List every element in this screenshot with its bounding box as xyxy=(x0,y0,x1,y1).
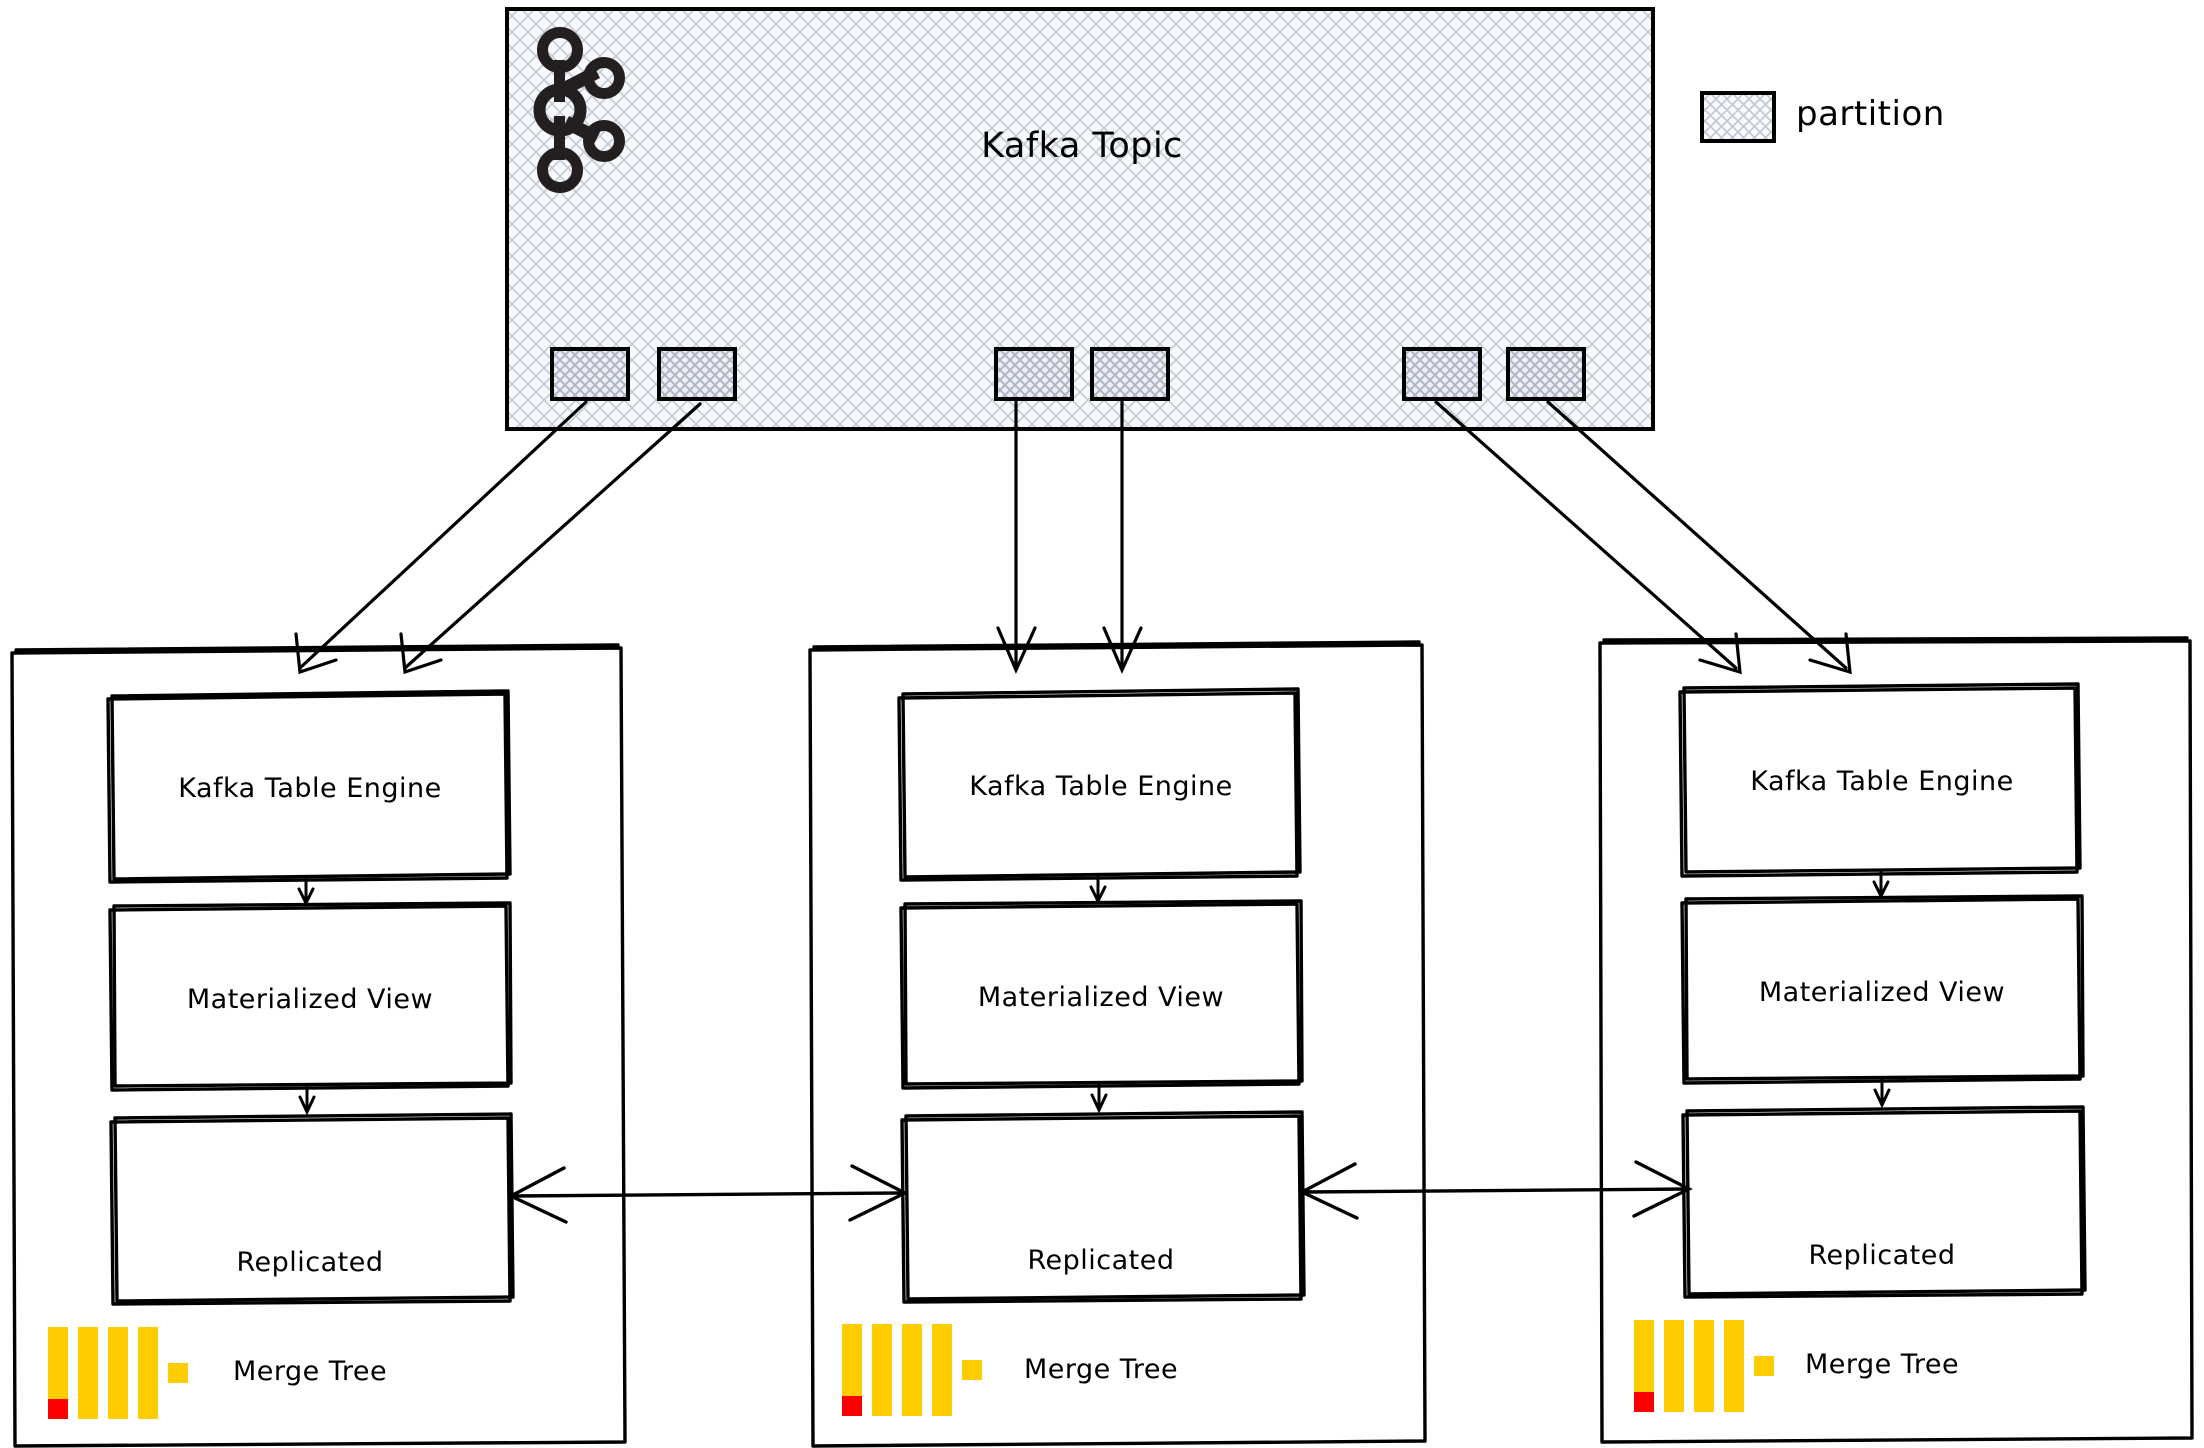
node-2-replicated-merge-tree-label: Replicated Merge Tree xyxy=(901,1170,1301,1448)
node-1-materialized-view-label: Materialized View xyxy=(186,984,434,1015)
kafka-logo xyxy=(533,27,625,193)
ingestion-arrows xyxy=(294,400,1852,675)
partition-box-2 xyxy=(994,347,1074,401)
legend-swatch-shape xyxy=(1700,91,1776,143)
node-1-kafka-table-engine-label: Kafka Table Engine xyxy=(178,773,442,804)
partition-box-3 xyxy=(1090,347,1170,401)
node-2-materialized-view-label: Materialized View xyxy=(977,982,1225,1013)
partition-box-4 xyxy=(1402,347,1482,401)
node-3-kafka-table-engine-label: Kafka Table Engine xyxy=(1750,766,2014,797)
node-1-replicated-merge-tree-label: Replicated Merge Tree xyxy=(110,1172,510,1448)
rmt-line-1: Replicated xyxy=(236,1246,384,1278)
node-2-kafka-table-engine-label: Kafka Table Engine xyxy=(969,771,1233,802)
legend-partition-label: partition xyxy=(1796,94,1945,134)
kafka-topic-title: Kafka Topic xyxy=(981,126,1183,166)
partition-shapes xyxy=(550,347,1586,401)
rmt-line-2: Merge Tree xyxy=(1804,1349,1960,1381)
partition-box-5 xyxy=(1506,347,1586,401)
rmt-line-1: Replicated xyxy=(1808,1239,1956,1271)
partition-box-1 xyxy=(657,347,737,401)
node-3-materialized-view-label: Materialized View xyxy=(1758,977,2006,1008)
rmt-line-2: Merge Tree xyxy=(1023,1354,1179,1386)
partition-box-0 xyxy=(550,347,630,401)
rmt-line-1: Replicated xyxy=(1027,1244,1175,1276)
rmt-line-2: Merge Tree xyxy=(232,1356,388,1388)
node-3-replicated-merge-tree-label: Replicated Merge Tree xyxy=(1682,1165,2082,1448)
kafka-topic-shape xyxy=(505,7,1655,431)
